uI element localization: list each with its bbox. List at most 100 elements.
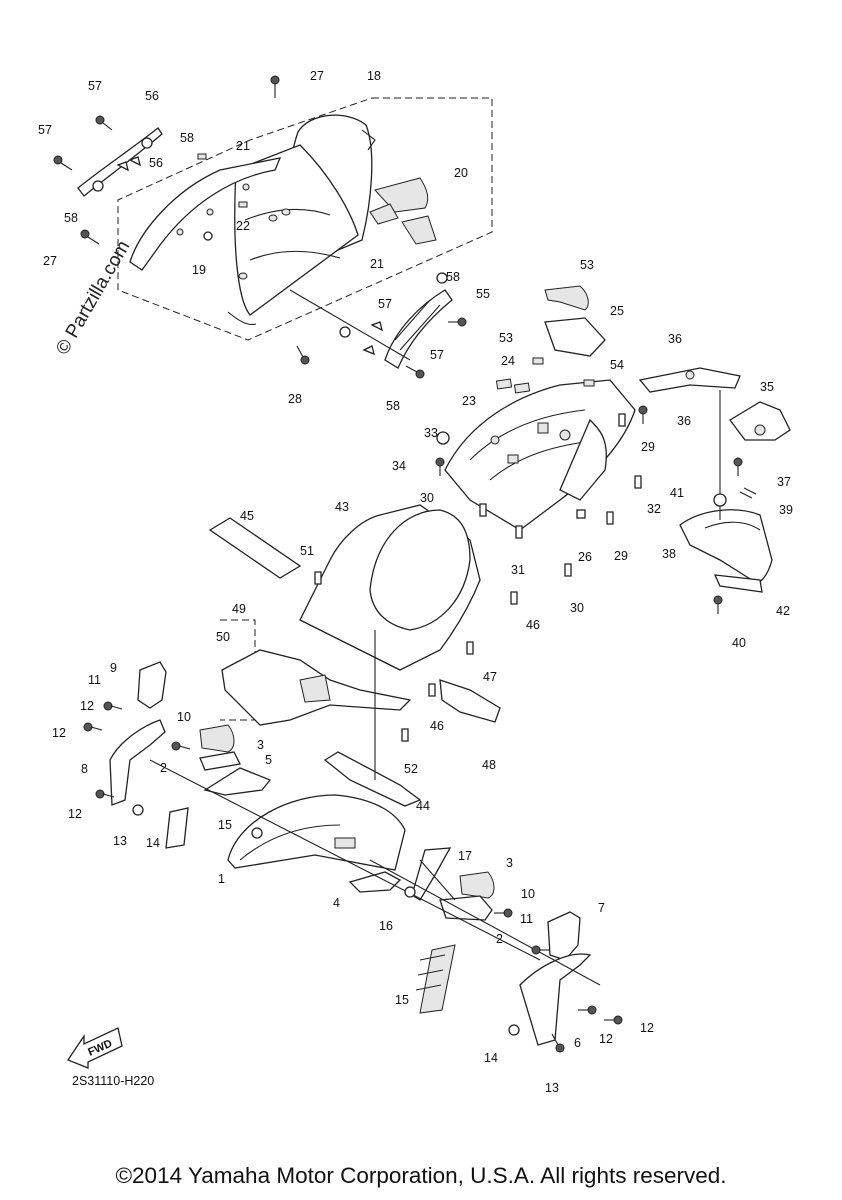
reflector-14-right bbox=[419, 944, 456, 1014]
bracket-6 bbox=[519, 953, 592, 1046]
cushion-52 bbox=[544, 285, 589, 311]
fork-cover-9 bbox=[137, 661, 167, 709]
callout: 2 bbox=[496, 932, 503, 946]
callout: 20 bbox=[454, 166, 468, 180]
callout: 27 bbox=[310, 69, 324, 83]
callout: 3 bbox=[257, 738, 264, 752]
callout: 55 bbox=[476, 287, 490, 301]
callout: 10 bbox=[177, 710, 191, 724]
callout: 3 bbox=[506, 856, 513, 870]
cover-24 bbox=[544, 317, 606, 357]
callout: 5 bbox=[265, 753, 272, 767]
callout-labels: 1 2 2 3 3 4 5 6 7 8 9 10 10 11 11 12 12 … bbox=[38, 69, 793, 1095]
callout: 46 bbox=[430, 719, 444, 733]
front-fender bbox=[227, 794, 406, 871]
callout: 54 bbox=[610, 358, 624, 372]
callout: 57 bbox=[38, 123, 52, 137]
callout: 27 bbox=[43, 254, 57, 268]
callout: 30 bbox=[570, 601, 584, 615]
callout: 14 bbox=[146, 836, 160, 850]
bracket-16 bbox=[411, 847, 452, 901]
callout: 40 bbox=[732, 636, 746, 650]
license-bracket-37 bbox=[679, 509, 773, 584]
callout: 25 bbox=[610, 304, 624, 318]
callout: 23 bbox=[462, 394, 476, 408]
callout: 58 bbox=[386, 399, 400, 413]
callout: 19 bbox=[192, 263, 206, 277]
group-48 bbox=[220, 619, 256, 721]
callout: 10 bbox=[521, 887, 535, 901]
reflector-14-left bbox=[165, 807, 189, 849]
callout: 48 bbox=[482, 758, 496, 772]
bracket-5 bbox=[203, 767, 272, 796]
bracket-4 bbox=[348, 871, 402, 893]
callout: 11 bbox=[520, 912, 533, 926]
callout: 22 bbox=[236, 219, 250, 233]
callout: 36 bbox=[677, 414, 691, 428]
callout: 58 bbox=[446, 270, 460, 284]
fork-cover-7 bbox=[547, 911, 581, 961]
callout: 56 bbox=[149, 156, 163, 170]
callout: 57 bbox=[430, 348, 444, 362]
callout: 13 bbox=[113, 834, 127, 848]
callout: 15 bbox=[218, 818, 232, 832]
seat-assembly bbox=[117, 97, 493, 341]
fasteners bbox=[53, 75, 757, 1053]
watermark: © Partzilla.com bbox=[52, 237, 134, 358]
callout: 58 bbox=[180, 131, 194, 145]
callout: 39 bbox=[779, 503, 793, 517]
callout: 28 bbox=[288, 392, 302, 406]
plate-43 bbox=[323, 751, 422, 807]
callout: 53 bbox=[580, 258, 594, 272]
callout: 53 bbox=[499, 331, 513, 345]
callout: 21 bbox=[236, 139, 250, 153]
callout: 17 bbox=[458, 849, 472, 863]
callout: 56 bbox=[145, 89, 159, 103]
strip-44 bbox=[208, 517, 302, 579]
callout: 11 bbox=[88, 673, 101, 687]
callout: 51 bbox=[300, 544, 314, 558]
callout: 29 bbox=[614, 549, 628, 563]
clamp-rubber-3-right bbox=[459, 871, 495, 899]
callout: 24 bbox=[501, 354, 515, 368]
callout: 49 bbox=[232, 602, 246, 616]
clamp-2-right bbox=[439, 895, 493, 921]
callout: 37 bbox=[777, 475, 791, 489]
callout: 8 bbox=[81, 762, 88, 776]
callout: 57 bbox=[378, 297, 392, 311]
callout: 42 bbox=[776, 604, 790, 618]
callout: 33 bbox=[424, 426, 438, 440]
callout: 57 bbox=[88, 79, 102, 93]
callout: 2 bbox=[160, 761, 167, 775]
callout: 47 bbox=[483, 670, 497, 684]
callout: 15 bbox=[395, 993, 409, 1007]
callout: 12 bbox=[640, 1021, 654, 1035]
callout: 18 bbox=[367, 69, 381, 83]
callout: 13 bbox=[545, 1081, 559, 1095]
clamp-2-left bbox=[199, 751, 241, 771]
callout: 7 bbox=[598, 901, 605, 915]
plate-47 bbox=[439, 679, 501, 723]
callout: 31 bbox=[511, 563, 525, 577]
bracket-34 bbox=[729, 401, 791, 441]
callout: 43 bbox=[335, 500, 349, 514]
callout: 30 bbox=[420, 491, 434, 505]
callout: 58 bbox=[64, 211, 78, 225]
copyright-notice: ©2014 Yamaha Motor Corporation, U.S.A. A… bbox=[115, 1163, 727, 1188]
callout: 12 bbox=[80, 699, 94, 713]
callout: 46 bbox=[526, 618, 540, 632]
callout: 12 bbox=[599, 1032, 613, 1046]
callout: 14 bbox=[484, 1051, 498, 1065]
callout: 32 bbox=[647, 502, 661, 516]
callout: 38 bbox=[662, 547, 676, 561]
forward-arrow-icon: FWD bbox=[67, 1027, 123, 1069]
callout: 9 bbox=[110, 661, 117, 675]
callout: 4 bbox=[333, 896, 340, 910]
callout: 34 bbox=[392, 459, 406, 473]
diagram-code: 2S31110-H220 bbox=[72, 1074, 154, 1088]
callout: 41 bbox=[670, 486, 684, 500]
callout: 35 bbox=[760, 380, 774, 394]
callout: 44 bbox=[416, 799, 430, 813]
callout: 45 bbox=[240, 509, 254, 523]
